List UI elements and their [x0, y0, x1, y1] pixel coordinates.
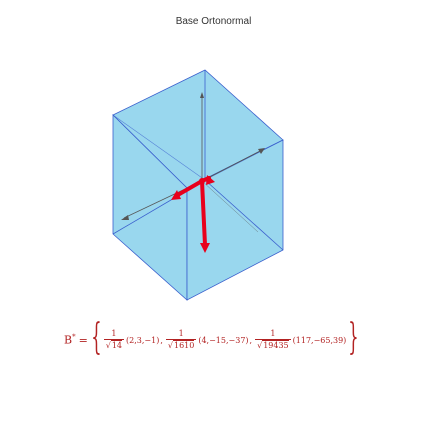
numerator: 1 — [270, 329, 276, 338]
basis-vector-1 — [174, 179, 204, 198]
radical-sign: √ — [167, 341, 173, 350]
close-brace: } — [348, 317, 359, 358]
fraction: 1 √1610 — [165, 329, 197, 351]
basis-term-1: 1 √14 (2,3,−1) , — [103, 329, 165, 351]
denominator: √1610 — [165, 339, 197, 351]
axis-guide — [201, 180, 259, 233]
separator: , — [249, 335, 253, 345]
basis-letter: B — [64, 333, 73, 347]
numerator: 1 — [111, 329, 117, 338]
equals-sign: = — [78, 333, 88, 347]
open-brace: { — [91, 317, 102, 358]
radicand: 19435 — [262, 340, 289, 350]
basis-term-3: 1 √19435 (117,−65,39) — [254, 329, 347, 351]
radicand: 14 — [110, 340, 123, 350]
basis-symbol: B* — [64, 333, 76, 347]
orthonormal-basis-formula: B* = { 1 √14 (2,3,−1) , 1 √1610 (4,−15,−… — [64, 318, 360, 362]
basis-vectors — [171, 175, 215, 253]
fraction: 1 √19435 — [255, 329, 291, 351]
page-title: Base Ortonormal — [175, 16, 252, 27]
y-axis-arrowhead — [258, 148, 265, 154]
cube-diagonal — [204, 139, 284, 181]
fraction: 1 √14 — [103, 329, 125, 351]
radical-sign: √ — [105, 341, 111, 350]
z-axis-arrowhead — [200, 92, 204, 98]
basis-vector-1-head — [171, 190, 181, 200]
cube-diagonal — [112, 114, 206, 181]
denominator: √19435 — [255, 339, 291, 351]
radical-sign: √ — [257, 341, 263, 350]
basis-vector-2 — [200, 179, 207, 247]
origin-point — [199, 178, 205, 184]
basis-vector-3-head — [206, 175, 215, 185]
radicand: 1610 — [172, 340, 195, 350]
y-axis — [201, 149, 263, 182]
numerator: 1 — [178, 329, 184, 338]
vector: (2,3,−1) — [126, 335, 160, 345]
x-axis-arrowhead — [121, 215, 129, 220]
separator: , — [160, 335, 163, 345]
vector: (117,−65,39) — [292, 335, 347, 345]
basis-vector-2-head — [200, 243, 210, 253]
vector: (4,−15,−37) — [198, 335, 249, 345]
basis-term-2: 1 √1610 (4,−15,−37) , — [165, 329, 254, 351]
basis-star: * — [72, 333, 76, 342]
denominator: √14 — [103, 339, 125, 351]
cube-edge-hidden — [204, 179, 284, 251]
